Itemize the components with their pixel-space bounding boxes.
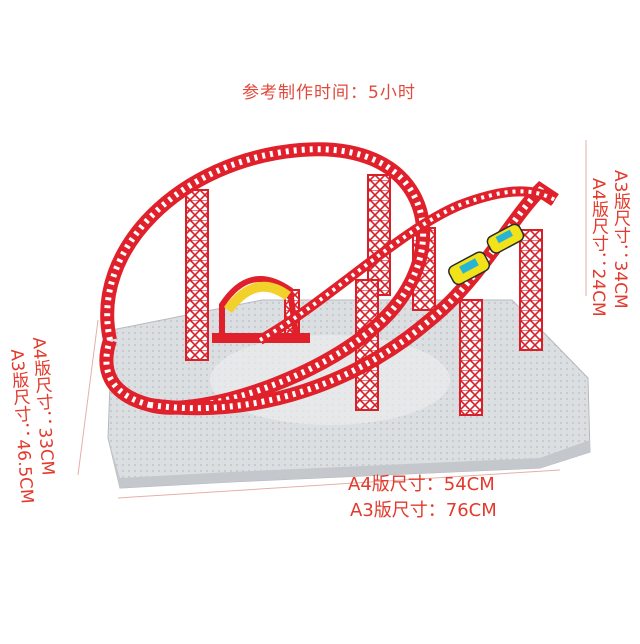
width-a3-label: A3版尺寸：76CM [350, 500, 497, 521]
height-a3-label: A3版尺寸：34CM [610, 170, 630, 309]
reference-time-caption: 参考制作时间：5小时 [242, 83, 416, 103]
dimension-lines [77, 140, 587, 499]
coaster-carts [448, 223, 525, 286]
width-a4-label: A4版尺寸：54CM [348, 474, 495, 495]
coaster-track [99, 142, 559, 416]
height-a4-label: A4版尺寸：24CM [588, 178, 608, 317]
support-towers [185, 174, 543, 416]
base-plate [107, 299, 591, 489]
